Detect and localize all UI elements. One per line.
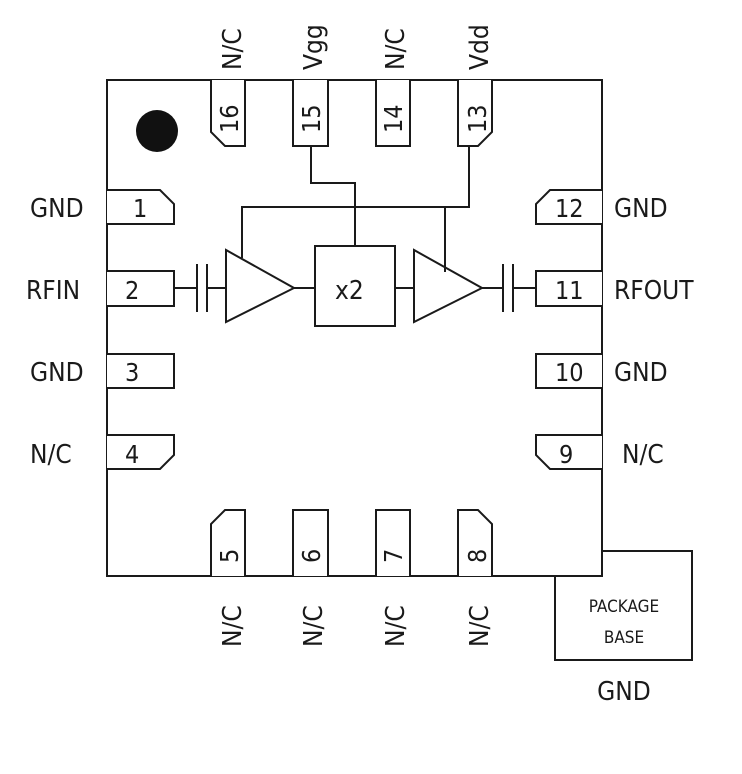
pin-7-label: N/C — [381, 605, 411, 647]
pin-1-number: 1 — [133, 194, 147, 223]
pin-14: 14 N/C — [375, 28, 411, 147]
pin-6: 6 N/C — [292, 509, 329, 647]
pin-4-label: N/C — [30, 440, 72, 470]
pin-14-number: 14 — [379, 104, 408, 133]
pin-12: 12 GND — [535, 189, 668, 225]
pin-5: 5 N/C — [210, 509, 248, 647]
pin-2-label: RFIN — [26, 276, 80, 306]
input-amplifier — [225, 248, 297, 324]
pin-7: 7 N/C — [375, 509, 411, 647]
vgg-bias-line — [310, 146, 356, 246]
pin-7-number: 7 — [379, 549, 408, 563]
pin-9-label: N/C — [622, 440, 664, 470]
package-base-line1: PACKAGE — [589, 597, 659, 617]
pin-16-label: N/C — [218, 28, 248, 70]
pin-2-number: 2 — [125, 276, 139, 305]
package-body — [106, 79, 603, 577]
pin-13-number: 13 — [463, 104, 492, 133]
pin-15-label: Vgg — [299, 24, 329, 70]
pin-9-number: 9 — [559, 440, 573, 469]
pin-8-number: 8 — [463, 549, 492, 563]
pin-15-number: 15 — [297, 104, 326, 133]
pin-12-label: GND — [614, 194, 668, 224]
pin-14-label: N/C — [381, 28, 411, 70]
pin-3-number: 3 — [125, 358, 139, 387]
package-base-line2: BASE — [604, 628, 644, 648]
pin-13-label: Vdd — [465, 24, 495, 70]
pin-8: 8 N/C — [457, 509, 495, 647]
pin-5-label: N/C — [218, 605, 248, 647]
pin-13: 13 Vdd — [457, 24, 495, 147]
pin-12-number: 12 — [555, 194, 584, 223]
input-capacitor — [174, 264, 226, 312]
pin1-marker-dot — [136, 110, 178, 152]
pin-8-label: N/C — [465, 605, 495, 647]
pin-1-label: GND — [30, 194, 84, 224]
pin-11-number: 11 — [555, 276, 584, 305]
pin-16: 16 N/C — [210, 28, 248, 147]
pin-3: 3 GND — [30, 353, 175, 389]
pin-5-number: 5 — [215, 549, 244, 563]
pin-1: 1 GND — [30, 189, 175, 225]
multiplier-block: x2 — [314, 245, 396, 327]
pin-4-number: 4 — [125, 440, 139, 469]
pin-9: 9 N/C — [535, 434, 664, 470]
output-capacitor — [482, 264, 536, 312]
vdd-bias-line — [241, 146, 470, 258]
package-base: PACKAGE BASE GND — [554, 550, 693, 707]
package-base-label: GND — [597, 677, 651, 707]
pin-10-label: GND — [614, 358, 668, 388]
pin-15: 15 Vgg — [292, 24, 329, 147]
pin-11-label: RFOUT — [614, 276, 694, 306]
pin-16-number: 16 — [215, 104, 244, 133]
pin-4: 4 N/C — [30, 434, 175, 470]
pin-6-number: 6 — [297, 549, 326, 563]
pin-10-number: 10 — [555, 358, 584, 387]
pin-10: 10 GND — [535, 353, 668, 389]
pin-11: 11 RFOUT — [535, 270, 694, 307]
pin-3-label: GND — [30, 358, 84, 388]
pin-6-label: N/C — [299, 605, 329, 647]
pin-2: 2 RFIN — [26, 270, 175, 307]
output-amplifier — [413, 248, 485, 324]
multiplier-label: x2 — [335, 276, 364, 306]
